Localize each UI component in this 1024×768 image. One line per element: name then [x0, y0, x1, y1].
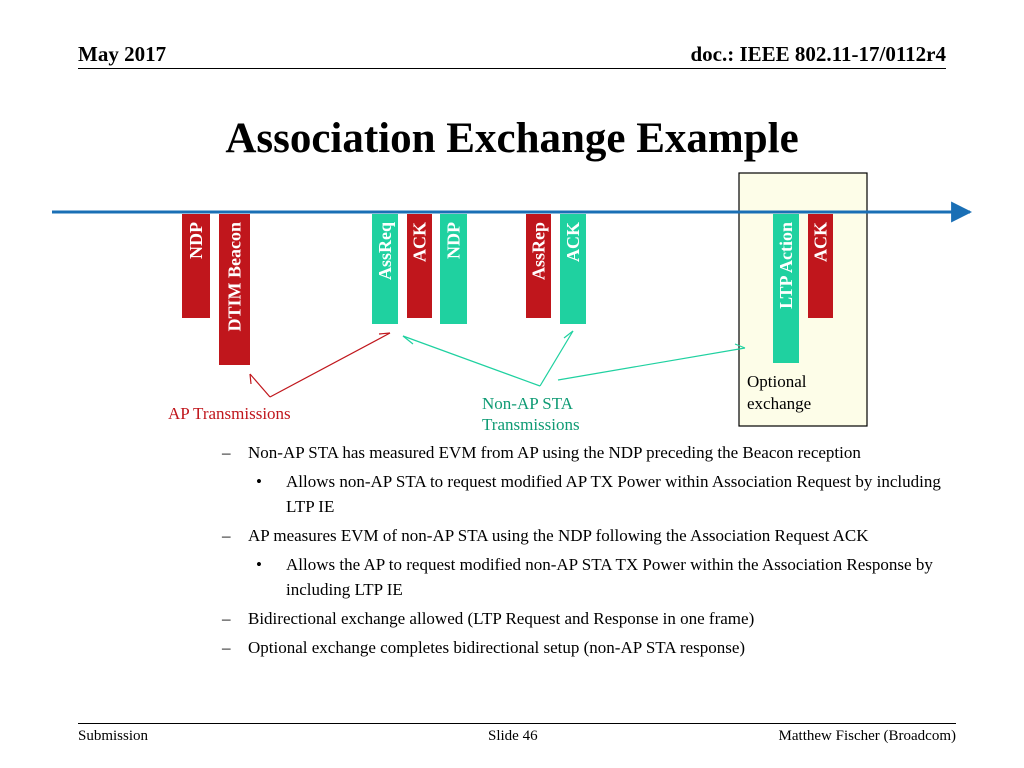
header-date: May 2017	[78, 42, 167, 66]
frame-ack: ACK	[407, 214, 432, 318]
slide-title: Association Exchange Example	[225, 115, 799, 162]
frame-ltp-action: LTP Action	[773, 214, 799, 363]
frame-label: NDP	[444, 222, 464, 259]
frame-label: LTP Action	[776, 222, 796, 309]
frame-ndp: NDP	[440, 214, 467, 324]
sta-callout-to-ack	[539, 330, 574, 387]
footer-rule	[78, 723, 956, 724]
association-exchange-diagram: NDP DTIM Beacon AssReq ACK NDP AssRep ACK LTP A…	[52, 172, 973, 434]
frame-label: AssRep	[529, 222, 549, 280]
ap-arrow-beacon-head	[249, 373, 252, 385]
frame-label: DTIM Beacon	[225, 222, 245, 332]
header-doc-id: doc.: IEEE 802.11-17/0112r4	[690, 42, 946, 66]
bullet-marker: –	[222, 443, 231, 462]
bullet-marker: •	[256, 555, 262, 574]
footer-author: Matthew Fischer (Broadcom)	[778, 728, 956, 744]
sta-arrow-ack-head	[563, 330, 574, 339]
bullet-level1: –Non-AP STA has measured EVM from AP usi…	[222, 440, 952, 465]
frame-label: ACK	[563, 222, 583, 262]
frame-bar	[526, 214, 551, 318]
bullet-level2: • Allows non-AP STA to request modified A…	[222, 469, 952, 519]
bullet-text: Optional exchange completes bidirectiona…	[248, 638, 746, 657]
frame-label: ACK	[811, 222, 831, 262]
frame-bar	[560, 214, 586, 324]
frame-bar	[808, 214, 833, 318]
sta-transmissions-label-line2: Transmissions	[482, 415, 580, 434]
bullet-text: Allows non-AP STA to request modified AP…	[286, 472, 941, 516]
sta-arrow-ltp-head	[734, 343, 746, 349]
sta-callout-to-ltp	[557, 347, 746, 381]
ap-callout-to-ack	[269, 332, 391, 398]
bullet-marker: –	[222, 638, 231, 657]
optional-exchange-label-line1: Optional	[747, 372, 807, 391]
header-rule	[78, 68, 946, 69]
optional-exchange-label-line2: exchange	[747, 394, 811, 413]
frame-dtim-beacon: DTIM Beacon	[219, 214, 250, 365]
frame-ack: ACK	[560, 214, 586, 324]
bullet-marker: –	[222, 609, 231, 628]
callout-lines	[249, 330, 746, 398]
bullet-text: Bidirectional exchange allowed (LTP Requ…	[248, 609, 755, 628]
frame-label: AssReq	[375, 222, 395, 280]
bullet-text: Allows the AP to request modified non-AP…	[286, 555, 933, 599]
bullet-level1: –Bidirectional exchange allowed (LTP Req…	[222, 606, 952, 631]
frame-label: ACK	[410, 222, 430, 262]
frame-bar	[440, 214, 467, 324]
sta-transmissions-label-line1: Non-AP STA	[482, 394, 574, 413]
bullet-level1: –AP measures EVM of non-AP STA using the…	[222, 523, 952, 548]
bullet-marker: –	[222, 526, 231, 545]
ap-callout-to-beacon	[249, 373, 271, 398]
frame-assreq: AssReq	[372, 214, 398, 324]
frame-bar	[182, 214, 210, 318]
bullet-text: Non-AP STA has measured EVM from AP usin…	[248, 443, 861, 462]
frame-bar	[407, 214, 432, 318]
footer-slide-number: Slide 46	[488, 728, 538, 744]
frame-ack: ACK	[808, 214, 833, 318]
ap-arrow-ack-head	[378, 332, 391, 335]
sta-callout-to-assreq	[402, 335, 541, 387]
bullet-list: –Non-AP STA has measured EVM from AP usi…	[222, 440, 952, 664]
frame-assrep: AssRep	[526, 214, 551, 318]
footer-submission: Submission	[78, 728, 149, 744]
ap-transmissions-label: AP Transmissions	[168, 404, 291, 423]
bullet-level2: • Allows the AP to request modified non-A…	[222, 552, 952, 602]
optional-exchange-box	[738, 172, 868, 427]
bullet-text: AP measures EVM of non-AP STA using the …	[248, 526, 869, 545]
frame-bar	[372, 214, 398, 324]
frame-bar	[773, 214, 799, 363]
bullet-level1: –Optional exchange completes bidirection…	[222, 635, 952, 660]
bullet-marker: •	[256, 472, 262, 491]
sta-arrow-assreq-head	[402, 335, 414, 345]
frame-ndp: NDP	[182, 214, 210, 318]
frame-bar	[219, 214, 250, 365]
frame-label: NDP	[186, 222, 206, 259]
